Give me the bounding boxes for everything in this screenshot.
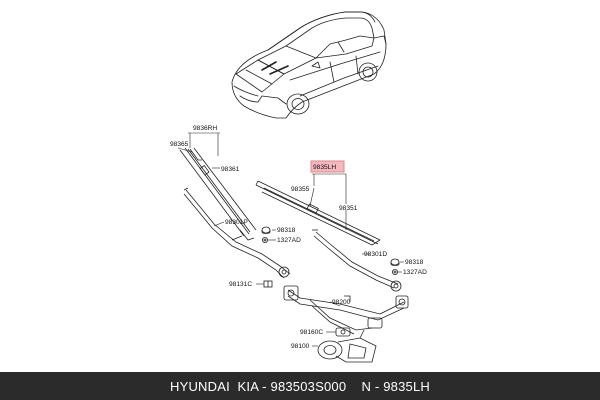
linkage-assembly	[283, 285, 409, 335]
label-1327ad-right: 1327AD	[403, 269, 427, 276]
label-98301p: 98301P	[225, 219, 248, 226]
footer-brand-text: HYUNDAI KIA - 983503S000	[170, 378, 347, 394]
label-98318-left: 98318	[277, 227, 296, 234]
leader-lines	[177, 132, 404, 347]
footer-bar: HYUNDAI KIA - 983503S000 N - 9835LH	[0, 372, 600, 400]
wiper-motor	[317, 327, 377, 363]
label-98160c: 98160C	[300, 329, 323, 336]
label-98318-right: 98318	[405, 259, 424, 266]
label-98200: 98200	[332, 299, 351, 306]
label-98131c: 98131C	[229, 281, 252, 288]
part-labels: 9836RH 98365 98361 9835LH 98355 98351 98…	[170, 125, 427, 350]
label-9836rh: 9836RH	[193, 125, 217, 132]
car-illustration	[231, 11, 387, 119]
label-98355: 98355	[291, 186, 310, 193]
footer-part-text: N - 9835LH	[361, 378, 430, 394]
label-98301d: 98301D	[364, 251, 387, 258]
rh-wiper-arm	[183, 187, 291, 279]
label-1327ad-left: 1327AD	[277, 237, 301, 244]
label-98361: 98361	[221, 166, 240, 173]
highlight-box	[310, 160, 345, 173]
lh-wiper-arm	[312, 229, 402, 292]
label-98100: 98100	[291, 343, 310, 350]
label-98365: 98365	[170, 141, 189, 148]
label-9835lh: 9835LH	[313, 164, 336, 171]
wiper-parts-diagram: 9836RH 98365 98361 9835LH 98355 98351 98…	[170, 11, 427, 363]
fasteners	[261, 226, 400, 288]
footer-spacer	[346, 379, 361, 394]
label-98351: 98351	[339, 205, 358, 212]
lh-wiper-blade	[255, 180, 381, 246]
rh-wiper-blade	[179, 147, 257, 241]
